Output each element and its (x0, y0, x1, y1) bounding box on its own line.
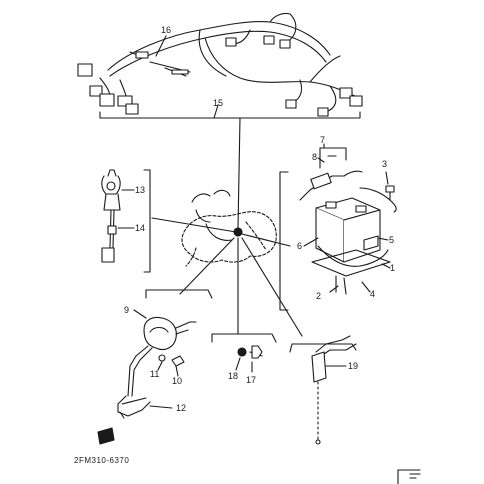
part-label-18: 18 (228, 371, 239, 381)
battery-bolt (359, 185, 397, 213)
bracket-ignition (145, 289, 213, 299)
part-label-4: 4 (370, 289, 376, 299)
leader-6 (303, 237, 319, 247)
wire-harness (99, 12, 356, 113)
part-label-13: 13 (135, 185, 146, 195)
leader-4 (361, 281, 371, 293)
ignition-coil (127, 316, 197, 397)
center-leader (237, 117, 241, 229)
motorcycle-silhouette (181, 189, 277, 267)
harness-bracket (99, 111, 361, 119)
drawing-code: 2FM310-6370 (74, 456, 130, 465)
battery (315, 197, 381, 263)
part-label-11: 11 (150, 369, 160, 379)
corner-mark (397, 469, 421, 484)
bracket-main-switch (143, 169, 151, 273)
leader-16 (155, 35, 167, 57)
leader-5 (377, 237, 389, 241)
leader-center-right (241, 233, 291, 247)
part-label-15: 15 (213, 98, 224, 108)
part-label-16: 16 (161, 25, 172, 35)
leader-center-left (151, 217, 237, 233)
spark-plug-cap (117, 395, 151, 419)
part-label-1: 1 (390, 263, 396, 273)
bracket-sensor (289, 343, 357, 353)
part-label-17: 17 (246, 375, 257, 385)
part-label-9: 9 (124, 305, 130, 315)
part-label-14: 14 (135, 223, 146, 233)
fwd-tag (97, 427, 115, 445)
part-label-8: 8 (312, 152, 318, 162)
part-label-5: 5 (389, 235, 395, 245)
leader-3 (385, 171, 389, 185)
leader-center-lowleft (179, 237, 235, 295)
leader-8 (317, 157, 325, 163)
part-label-7: 7 (320, 135, 326, 145)
coil-screws (158, 354, 185, 367)
leader-15 (213, 104, 219, 119)
bracket-bolt (211, 333, 277, 343)
leader-11 (157, 361, 163, 371)
part-label-19: 19 (348, 361, 359, 371)
leader-18 (235, 357, 241, 371)
fuse-holder (299, 147, 363, 201)
leader-10 (175, 365, 179, 377)
main-switch (101, 169, 121, 263)
part-label-10: 10 (172, 376, 183, 386)
bolt-assembly (237, 345, 263, 359)
part-label-3: 3 (382, 159, 388, 169)
leader-2 (329, 285, 339, 293)
part-label-2: 2 (316, 291, 322, 301)
leader-1 (381, 263, 391, 269)
leader-12 (149, 405, 173, 409)
part-label-6: 6 (297, 241, 303, 251)
bracket-battery (279, 171, 289, 311)
leader-9 (133, 309, 147, 319)
sensor-unit (311, 335, 357, 445)
part-label-12: 12 (176, 403, 187, 413)
battery-band (311, 245, 391, 295)
harness-connectors (77, 35, 363, 117)
leader-center-lowright (241, 237, 303, 337)
